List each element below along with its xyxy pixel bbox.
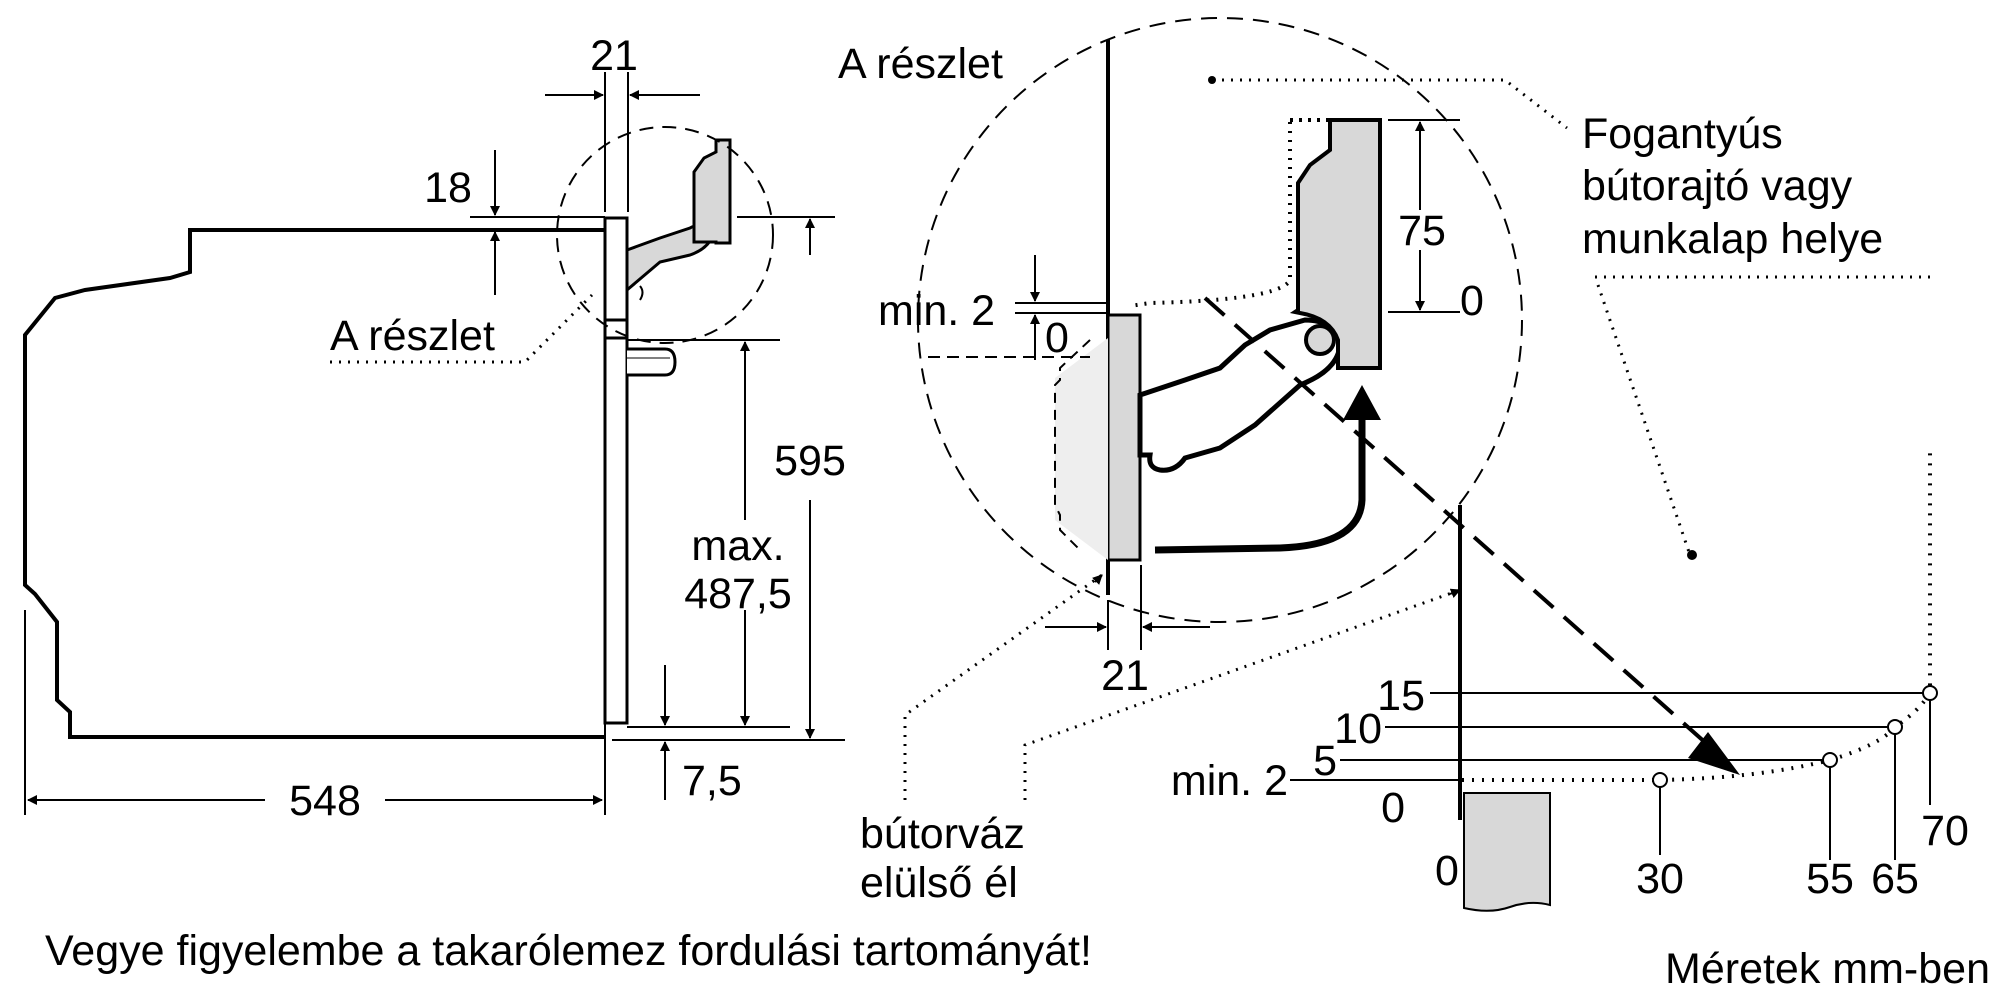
detail-a-view bbox=[903, 17, 1935, 800]
dim-min-gap-label: min. 2 bbox=[878, 287, 995, 335]
x-label-55: 55 bbox=[1806, 855, 1854, 903]
y-label-10: 10 bbox=[1334, 705, 1382, 753]
note-label-line3: munkalap helye bbox=[1582, 215, 1883, 263]
detail-handle-pivot bbox=[1304, 324, 1336, 356]
door-swing-dotted bbox=[1129, 122, 1292, 308]
chart-cabinet-section bbox=[1463, 792, 1551, 912]
detail-leader-line bbox=[330, 293, 594, 364]
front-edge-leader-1 bbox=[903, 573, 1103, 800]
dim-zero-right-label: 0 bbox=[1460, 277, 1484, 325]
x-label-70: 70 bbox=[1921, 807, 1969, 855]
dim-bottom-offset-label: 7,5 bbox=[682, 757, 742, 805]
footer-units: Méretek mm-ben bbox=[1665, 945, 1990, 993]
small-handle-hook bbox=[639, 285, 644, 301]
point-70 bbox=[1922, 685, 1938, 701]
small-door-panel bbox=[692, 138, 732, 245]
front-edge-label-line2: elülső él bbox=[860, 859, 1018, 907]
oven-front-panel bbox=[603, 216, 629, 725]
clearance-curve bbox=[1462, 450, 1932, 782]
note-label-line1: Fogantyús bbox=[1582, 110, 1783, 158]
dim-max-label: max. bbox=[691, 522, 784, 570]
dim-trim-height-label: 18 bbox=[424, 164, 472, 212]
dim-depth-label: 548 bbox=[289, 777, 361, 825]
note-leader-end-dot bbox=[1687, 550, 1697, 560]
dim-max-value: 487,5 bbox=[684, 570, 792, 618]
oven-body-outline bbox=[23, 228, 605, 739]
detail-circle-small bbox=[556, 126, 774, 344]
trim-swept-outline bbox=[1054, 339, 1091, 553]
rotation-arrowhead bbox=[1343, 385, 1381, 420]
x-label-0: 0 bbox=[1435, 847, 1459, 895]
x-label-65: 65 bbox=[1871, 855, 1919, 903]
front-edge-label-line1: bútorváz bbox=[860, 810, 1025, 858]
detail-front-panel bbox=[1106, 313, 1142, 562]
note-leader-dot bbox=[1208, 76, 1216, 84]
point-65 bbox=[1887, 719, 1903, 735]
trim-swept-area bbox=[1055, 338, 1108, 560]
point-55 bbox=[1822, 752, 1838, 768]
dim-handle-height-label: 75 bbox=[1398, 207, 1446, 255]
oven-side-view bbox=[23, 72, 845, 815]
note-leader-diag bbox=[1596, 284, 1692, 556]
detail-a-title: A részlet bbox=[838, 40, 1003, 88]
detail-a-label-small: A részlet bbox=[330, 312, 495, 360]
detail-to-chart-arrowhead bbox=[1688, 732, 1740, 775]
dim-zero-left-label: 0 bbox=[1045, 314, 1069, 362]
dim-height-label: 595 bbox=[774, 437, 846, 485]
clearance-chart bbox=[1290, 450, 1938, 912]
dim-gap-bottom-label: 21 bbox=[1101, 652, 1149, 700]
y-label-15: 15 bbox=[1377, 672, 1425, 720]
point-30 bbox=[1652, 772, 1668, 788]
oven-knob bbox=[627, 347, 677, 377]
rotation-path bbox=[1154, 410, 1366, 554]
front-edge-arrow-1 bbox=[1092, 574, 1103, 585]
note-label-line2: bútorajtó vagy bbox=[1582, 162, 1853, 210]
footer-notice: Vegye figyelembe a takarólemez fordulási… bbox=[45, 927, 1092, 975]
dim-top-gap-label: 21 bbox=[590, 32, 638, 80]
front-edge-leader-2 bbox=[1023, 588, 1461, 800]
y-label-0: 0 bbox=[1381, 784, 1405, 832]
x-label-30: 30 bbox=[1636, 855, 1684, 903]
y-label-min2: min. 2 bbox=[1171, 757, 1288, 805]
detail-door-panel bbox=[1289, 118, 1382, 370]
detail-to-chart-dashed bbox=[1203, 296, 1727, 762]
detail-circle-large bbox=[917, 17, 1523, 623]
y-label-5: 5 bbox=[1313, 737, 1337, 785]
